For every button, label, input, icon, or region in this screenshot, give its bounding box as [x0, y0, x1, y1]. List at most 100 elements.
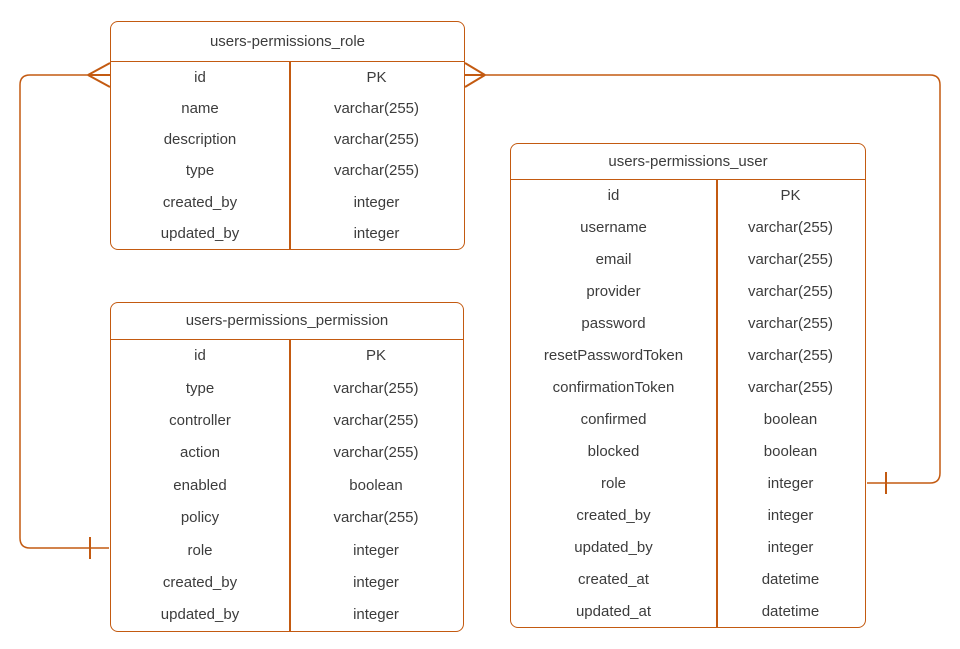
field-type-cell: boolean: [763, 442, 818, 460]
table-row: name varchar(255): [111, 93, 464, 124]
field-name-cell: policy: [180, 509, 220, 527]
field-type-cell: varchar(255): [747, 250, 834, 268]
field-name-cell: enabled: [173, 476, 227, 494]
field-name-cell: created_at: [578, 570, 649, 588]
table-row: updated_by integer: [111, 599, 463, 631]
table-row: controller varchar(255): [111, 404, 463, 436]
table-row: username varchar(255): [511, 211, 865, 243]
table-row: role integer: [111, 534, 463, 566]
field-name-cell: confirmed: [580, 410, 647, 428]
table-row: email varchar(255): [511, 243, 865, 275]
table-title: users-permissions_role: [111, 22, 464, 62]
field-name-cell: confirmationToken: [552, 378, 675, 396]
field-type-cell: integer: [767, 538, 814, 556]
field-type-cell: PK: [365, 347, 386, 365]
field-type-cell: varchar(255): [333, 99, 420, 117]
field-name-cell: provider: [586, 282, 641, 300]
field-type-cell: varchar(255): [747, 346, 834, 364]
field-type-cell: integer: [353, 193, 400, 211]
field-name-cell: description: [163, 131, 237, 149]
entity-table-users-permissions-user: users-permissions_user id PK username varch…: [510, 143, 866, 628]
field-name-cell: role: [600, 474, 626, 492]
field-type-cell: PK: [366, 68, 387, 86]
field-type-cell: integer: [767, 506, 814, 524]
field-name-cell: blocked: [587, 442, 640, 460]
table-row: id PK: [511, 180, 865, 212]
field-name-cell: type: [185, 379, 215, 397]
field-name-cell: updated_by: [160, 224, 240, 242]
table-row: policy varchar(255): [111, 501, 463, 533]
field-type-cell: boolean: [763, 410, 818, 428]
field-type-cell: varchar(255): [333, 509, 419, 527]
field-name-cell: id: [607, 186, 620, 204]
table-row: updated_at datetime: [511, 595, 865, 627]
field-type-cell: varchar(255): [333, 411, 419, 429]
table-row: updated_by integer: [111, 218, 464, 249]
table-row: type varchar(255): [111, 155, 464, 186]
table-row: password varchar(255): [511, 307, 865, 339]
field-type-cell: varchar(255): [747, 282, 834, 300]
field-type-cell: varchar(255): [333, 379, 419, 397]
table-row: enabled boolean: [111, 469, 463, 501]
table-rows: id PK type varchar(255) controller varchar(25…: [111, 339, 463, 632]
field-type-cell: varchar(255): [747, 314, 834, 332]
field-type-cell: datetime: [761, 602, 820, 620]
field-type-cell: datetime: [761, 570, 820, 588]
table-row: description varchar(255): [111, 124, 464, 155]
field-name-cell: resetPasswordToken: [543, 346, 684, 364]
crows-foot-many-icon: [87, 62, 111, 88]
field-name-cell: updated_at: [575, 602, 652, 620]
table-row: blocked boolean: [511, 435, 865, 467]
field-name-cell: id: [194, 347, 206, 365]
field-name-cell: username: [580, 218, 647, 236]
table-row: confirmationToken varchar(255): [511, 371, 865, 403]
table-row: id PK: [111, 62, 464, 93]
field-type-cell: varchar(255): [333, 444, 419, 462]
field-name-cell: type: [185, 162, 215, 180]
field-name-cell: action: [179, 444, 221, 462]
crows-foot-many-icon: [464, 62, 486, 88]
field-type-cell: varchar(255): [747, 378, 834, 396]
table-row: updated_by integer: [511, 531, 865, 563]
table-title: users-permissions_user: [511, 144, 865, 180]
entity-table-users-permissions-permission: users-permissions_permission id PK type var…: [110, 302, 464, 632]
table-row: provider varchar(255): [511, 275, 865, 307]
field-type-cell: integer: [767, 474, 814, 492]
table-row: type varchar(255): [111, 372, 463, 404]
table-title: users-permissions_permission: [111, 303, 463, 340]
field-type-cell: PK: [780, 186, 801, 204]
field-type-cell: integer: [353, 606, 399, 624]
relationship-role-permission: [19, 62, 111, 559]
table-row: created_by integer: [111, 187, 464, 218]
field-type-cell: integer: [353, 224, 400, 242]
entity-table-users-permissions-role: users-permissions_role id PK name varchar(2…: [110, 21, 465, 250]
field-type-cell: integer: [353, 541, 399, 559]
field-name-cell: id: [194, 68, 206, 86]
field-type-cell: varchar(255): [333, 131, 420, 149]
table-row: created_at datetime: [511, 563, 865, 595]
table-row: created_by integer: [111, 566, 463, 598]
field-name-cell: created_by: [162, 573, 238, 591]
relationship-role-permission-line: [19, 74, 109, 549]
field-name-cell: updated_by: [574, 538, 653, 556]
field-name-cell: name: [181, 99, 219, 117]
field-type-cell: varchar(255): [747, 218, 834, 236]
field-name-cell: created_by: [576, 506, 651, 524]
table-row: created_by integer: [511, 499, 865, 531]
field-type-cell: integer: [353, 573, 399, 591]
table-row: id PK: [111, 340, 463, 372]
field-name-cell: role: [187, 541, 213, 559]
field-type-cell: boolean: [349, 476, 403, 494]
table-rows: id PK username varchar(255) email varchar(255…: [511, 179, 865, 628]
field-name-cell: created_by: [162, 193, 238, 211]
field-name-cell: updated_by: [160, 606, 240, 624]
field-name-cell: controller: [169, 411, 231, 429]
table-row: resetPasswordToken varchar(255): [511, 339, 865, 371]
table-rows: id PK name varchar(255) description varchar(2…: [111, 61, 464, 250]
field-type-cell: varchar(255): [333, 162, 420, 180]
table-row: confirmed boolean: [511, 403, 865, 435]
table-row: role integer: [511, 467, 865, 499]
table-row: action varchar(255): [111, 437, 463, 469]
field-name-cell: email: [595, 250, 632, 268]
field-name-cell: password: [581, 314, 646, 332]
